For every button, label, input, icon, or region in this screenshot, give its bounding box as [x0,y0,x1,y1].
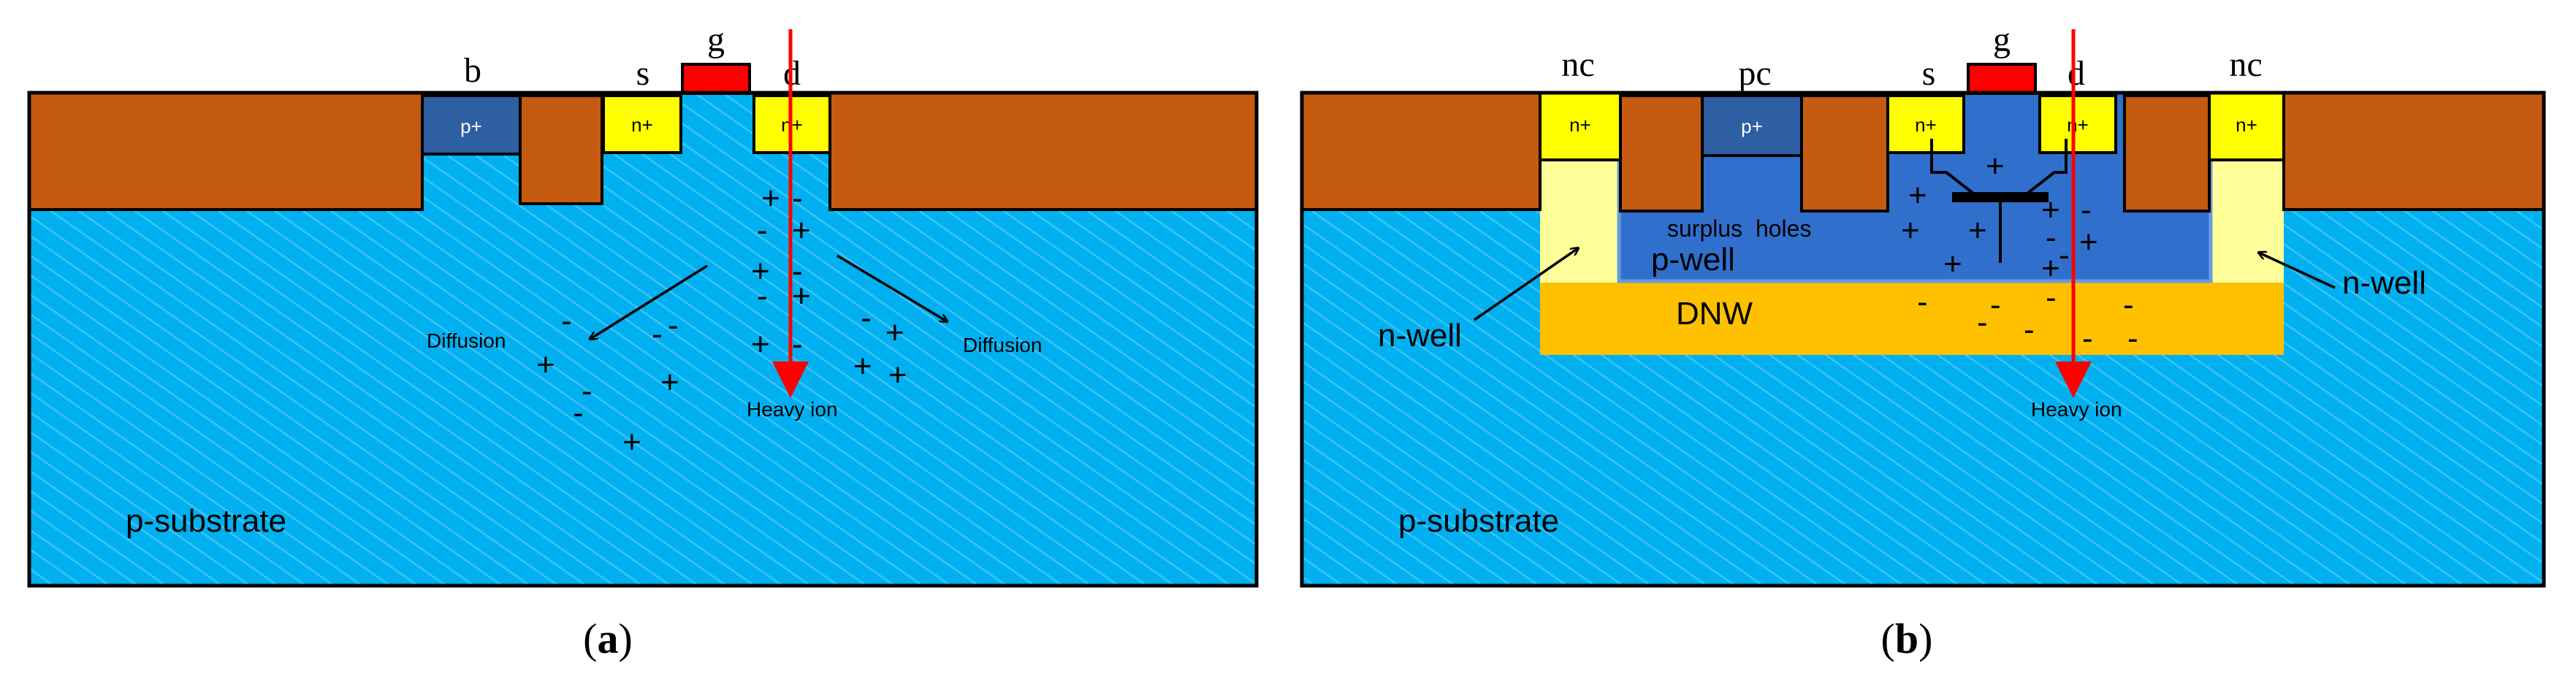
oxide-block [1300,91,1542,211]
heavy-ion-label: Heavy ion [747,398,838,421]
n-plus-drain-label: n+ [2067,114,2089,136]
oxide-block [1800,94,1889,213]
terminal-s: s [1922,54,1936,93]
caption-a: (a) [583,615,633,662]
svg-text:-: - [2024,312,2035,348]
oxide-block [2123,94,2211,213]
charge-column: + + + + + - - + + + - - - - - - - - - [1901,148,2138,356]
svg-text:-: - [652,316,663,352]
svg-text:-: - [2046,280,2057,315]
parasitic-bjt-icon [1930,139,2068,263]
svg-text:+: + [2041,192,2060,228]
p-plus-label: p+ [460,115,482,137]
surplus-holes-label: surplus holes [1667,215,1811,242]
terminal-d: d [2068,54,2085,93]
dnw-region [1540,276,2284,355]
diffusion-label-right: Diffusion [963,334,1042,356]
svg-text:+: + [751,253,770,289]
terminal-pc: pc [1738,54,1771,93]
n-plus-source [602,94,682,154]
panel-a: p+ n+ n+ b s g d +- -+ +- -+ +- +- ++ --… [27,20,1259,662]
svg-text:-: - [573,395,584,431]
oxide-block [828,91,1258,211]
svg-text:-: - [792,326,803,362]
svg-text:-: - [2127,321,2138,356]
panel-b-border [1300,91,2546,588]
terminal-nc-right: nc [2229,45,2262,84]
svg-text:+: + [792,213,811,248]
p-substrate-label: p-substrate [1398,503,1559,539]
gate [681,63,751,95]
svg-text:-: - [757,213,768,248]
svg-text:-: - [2059,237,2070,273]
svg-text:-: - [792,180,803,216]
svg-text:-: - [1977,305,1988,340]
terminal-b: b [464,51,481,90]
svg-text:+: + [853,348,872,384]
n-plus-source-label: n+ [631,114,653,136]
charge-column: +- -+ +- -+ +- +- ++ -- +- -+ -+ [536,180,907,460]
n-well-label-left: n-well [1378,318,1462,353]
svg-text:+: + [622,424,641,460]
terminal-g: g [707,20,725,59]
svg-text:+: + [1943,246,1962,282]
oxide-block [519,94,603,205]
svg-text:-: - [757,278,768,314]
svg-text:+: + [1986,148,2005,184]
diffusion-arrow-right [837,254,947,321]
svg-text:-: - [861,300,872,336]
svg-text:+: + [1968,213,1987,248]
p-plus-pc [1701,94,1803,157]
svg-text:+: + [1901,213,1920,248]
p-well-label: p-well [1651,242,1735,278]
n-well-label-right: n-well [2342,265,2426,301]
svg-text:+: + [888,357,907,393]
n-plus-source [1886,94,1965,154]
gate [1967,63,2037,95]
oxide-block [1619,94,1704,213]
svg-text:+: + [761,180,780,216]
svg-text:+: + [751,326,770,362]
diffusion-arrow-left [590,264,708,339]
p-substrate-label: p-substrate [126,503,286,539]
heavy-ion-label: Heavy ion [2031,398,2122,421]
oxide-block [2282,91,2545,211]
n-plus-drain [2038,94,2117,154]
svg-text:+: + [2079,224,2098,260]
svg-text:+: + [1908,177,1927,213]
terminal-g: g [1993,20,2011,59]
terminal-s: s [636,54,650,93]
svg-text:-: - [792,253,803,289]
diffusion-label-left: Diffusion [427,329,506,352]
svg-text:-: - [668,307,679,343]
dnw-label: DNW [1676,296,1753,332]
p-plus-pc-label: p+ [1741,115,1763,137]
svg-text:-: - [2081,192,2092,228]
svg-text:+: + [885,315,904,351]
n-plus-source-label: n+ [1915,114,1937,136]
svg-text:+: + [792,278,811,314]
svg-text:-: - [582,373,592,409]
n-plus-nc-right-label: n+ [2236,114,2257,136]
panel-b: n+ p+ n+ n+ n+ nc pc s g d nc surplus ho [1300,20,2546,662]
svg-text:-: - [1990,287,2001,323]
panel-a-border [27,91,1259,588]
p-plus-region [421,94,522,156]
n-plus-nc-left-label: n+ [1569,114,1591,136]
terminal-nc-left: nc [1561,45,1594,84]
n-well-arrow-left [1474,248,1578,321]
svg-text:+: + [2041,250,2060,286]
oxide-block [28,91,424,211]
svg-text:-: - [2082,321,2093,356]
svg-text:-: - [1917,284,1928,320]
n-well-arrow-right [2259,253,2336,289]
svg-text:+: + [660,364,679,400]
svg-text:-: - [2123,287,2134,323]
svg-text:-: - [2046,220,2057,256]
svg-text:-: - [561,303,572,339]
svg-text:+: + [536,347,555,383]
caption-b: (b) [1881,615,1933,662]
